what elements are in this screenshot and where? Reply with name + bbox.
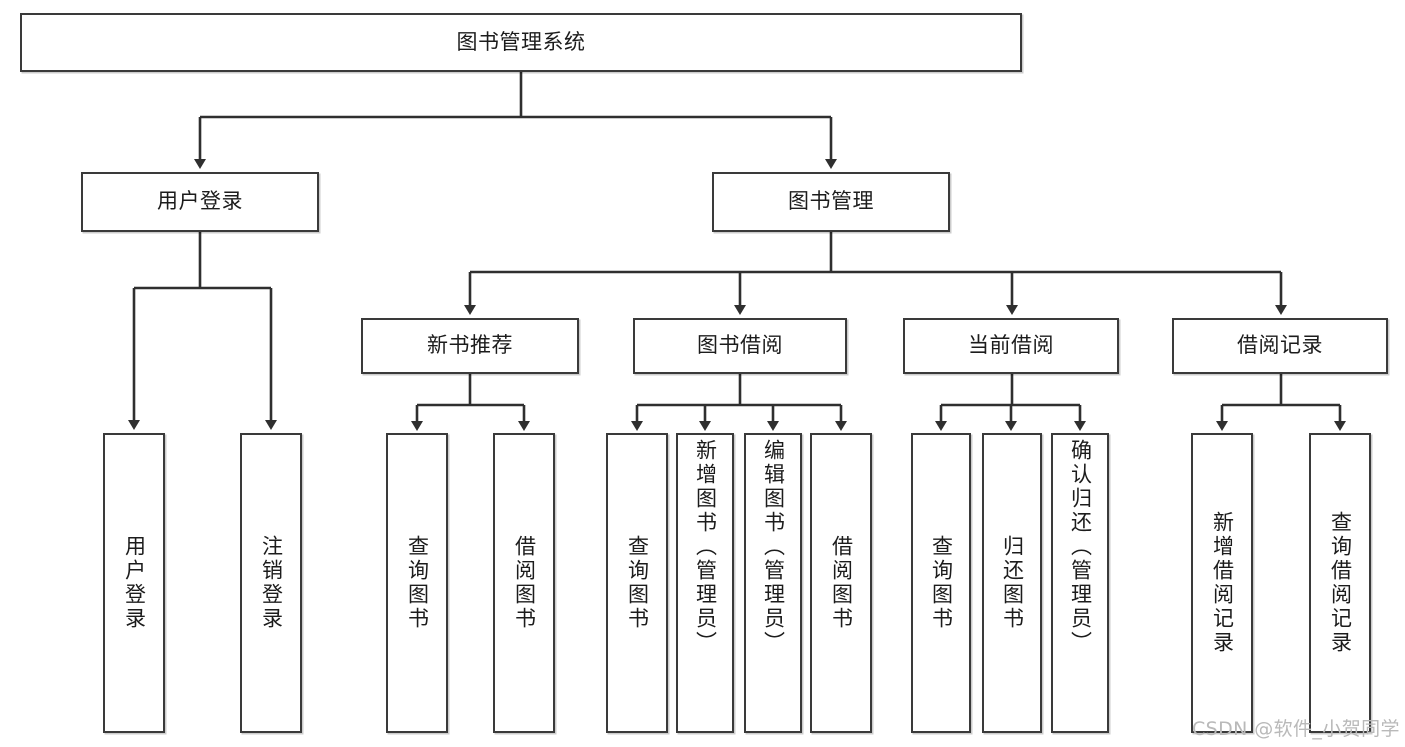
- leaf-label: 编辑图书（管理员）: [761, 439, 786, 655]
- leaf-label: 查询借阅记录: [1328, 511, 1353, 655]
- node-label: 图书管理系统: [456, 29, 586, 54]
- leaf-current-query-book[interactable]: 查询图书: [911, 433, 971, 733]
- node-label: 用户登录: [157, 189, 243, 214]
- leaf-new-book-borrow[interactable]: 借阅图书: [493, 433, 555, 733]
- watermark-text: CSDN @软件_小贺同学: [1192, 718, 1400, 740]
- node-borrow-record[interactable]: 借阅记录: [1172, 318, 1388, 374]
- node-label: 图书管理: [788, 189, 874, 214]
- leaf-record-add[interactable]: 新增借阅记录: [1191, 433, 1253, 733]
- leaf-borrow-add-book[interactable]: 新增图书（管理员）: [676, 433, 734, 733]
- node-book-borrow[interactable]: 图书借阅: [633, 318, 847, 374]
- leaf-new-book-query[interactable]: 查询图书: [386, 433, 448, 733]
- node-new-book-recommend[interactable]: 新书推荐: [361, 318, 579, 374]
- leaf-current-return-book[interactable]: 归还图书: [982, 433, 1042, 733]
- leaf-current-confirm-return[interactable]: 确认归还（管理员）: [1051, 433, 1109, 733]
- leaf-label: 查询图书: [625, 535, 650, 631]
- leaf-label: 查询图书: [405, 535, 430, 631]
- leaf-label: 用户登录: [122, 535, 147, 631]
- leaf-user-login-logout[interactable]: 注销登录: [240, 433, 302, 733]
- leaf-label: 确认归还（管理员）: [1068, 439, 1093, 655]
- leaf-borrow-borrow-book[interactable]: 借阅图书: [810, 433, 872, 733]
- leaf-label: 归还图书: [1000, 535, 1025, 631]
- leaf-record-query[interactable]: 查询借阅记录: [1309, 433, 1371, 733]
- leaf-user-login-login[interactable]: 用户登录: [103, 433, 165, 733]
- node-label: 新书推荐: [427, 333, 513, 358]
- node-label: 借阅记录: [1237, 333, 1323, 358]
- node-label: 当前借阅: [968, 333, 1054, 358]
- leaf-label: 借阅图书: [512, 535, 537, 631]
- node-user-login[interactable]: 用户登录: [81, 172, 319, 232]
- leaf-label: 借阅图书: [829, 535, 854, 631]
- leaf-borrow-edit-book[interactable]: 编辑图书（管理员）: [744, 433, 802, 733]
- leaf-label: 新增图书（管理员）: [693, 439, 718, 655]
- leaf-label: 注销登录: [259, 535, 284, 631]
- node-current-borrow[interactable]: 当前借阅: [903, 318, 1119, 374]
- leaf-borrow-query-book[interactable]: 查询图书: [606, 433, 668, 733]
- leaf-label: 新增借阅记录: [1210, 511, 1235, 655]
- leaf-label: 查询图书: [929, 535, 954, 631]
- node-label: 图书借阅: [697, 333, 783, 358]
- node-book-management[interactable]: 图书管理: [712, 172, 950, 232]
- node-root-system[interactable]: 图书管理系统: [20, 13, 1022, 72]
